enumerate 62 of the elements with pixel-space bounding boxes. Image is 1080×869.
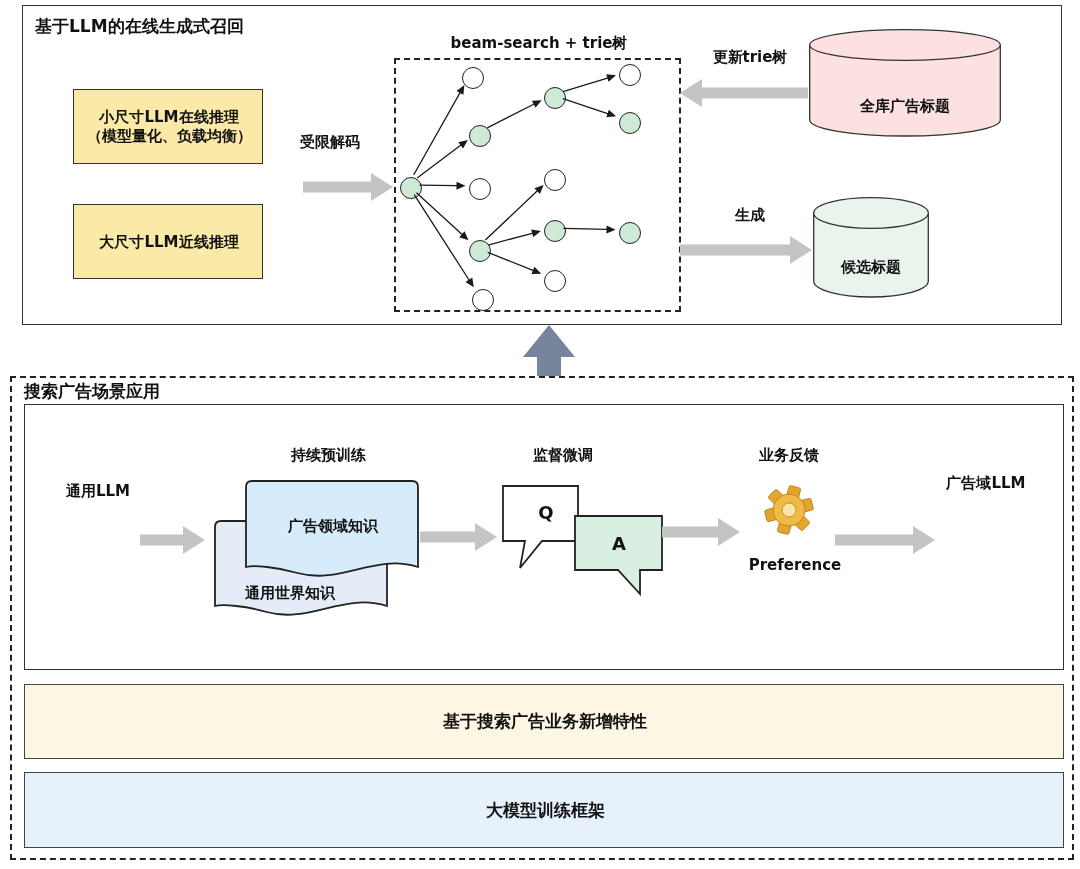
arrow bbox=[487, 229, 541, 246]
process-box bbox=[73, 204, 263, 279]
group-title: beam-search + trie树 bbox=[450, 33, 628, 53]
block-arrow bbox=[303, 173, 393, 201]
tree-node-circle bbox=[619, 64, 641, 86]
answer-letter: A bbox=[612, 532, 626, 556]
edge-label: 受限解码 bbox=[297, 131, 363, 153]
layer-band bbox=[24, 684, 1064, 759]
arrow bbox=[416, 192, 469, 241]
layer-band bbox=[24, 772, 1064, 848]
dashed-section-frame bbox=[10, 376, 1074, 860]
arrow bbox=[484, 184, 544, 241]
step-caption: 监督微调 bbox=[533, 445, 593, 465]
block-arrow bbox=[680, 79, 808, 107]
arrow bbox=[419, 181, 466, 190]
block-arrow bbox=[140, 526, 205, 554]
block-arrow bbox=[523, 325, 575, 376]
step-caption: 业务反馈 bbox=[759, 445, 819, 465]
arrow bbox=[487, 251, 542, 275]
tree-node-circle bbox=[400, 177, 422, 199]
block-arrow bbox=[420, 523, 497, 551]
process-box bbox=[73, 89, 263, 164]
box-label: 小尺寸LLM在线推理（模型量化、负载均衡） bbox=[85, 108, 253, 146]
tree-node-circle bbox=[469, 178, 491, 200]
section-title: 搜索广告场景应用 bbox=[24, 381, 160, 403]
arrow bbox=[413, 85, 465, 176]
arrow bbox=[486, 100, 542, 129]
arrow bbox=[563, 225, 616, 234]
document-label: 通用世界知识 bbox=[245, 583, 335, 603]
arrow bbox=[413, 194, 474, 288]
block-arrow bbox=[835, 526, 935, 554]
cylinder-label: 全库广告标题 bbox=[860, 96, 950, 116]
cylinder-label: 候选标题 bbox=[841, 257, 901, 277]
step-label: Preference bbox=[748, 555, 842, 575]
tree-node-circle bbox=[619, 222, 641, 244]
tree-node-circle bbox=[544, 87, 566, 109]
box-label: 大尺寸LLM近线推理 bbox=[99, 232, 239, 252]
band-label: 大模型训练框架 bbox=[485, 800, 605, 822]
question-letter: Q bbox=[538, 501, 554, 525]
tree-node-circle bbox=[544, 169, 566, 191]
document-label: 广告领域知识 bbox=[288, 516, 378, 536]
tree-node-circle bbox=[472, 289, 494, 311]
model-label: 通用LLM bbox=[66, 481, 130, 501]
panel bbox=[22, 5, 1062, 325]
step-caption: 持续预训练 bbox=[290, 445, 366, 465]
arrow bbox=[416, 139, 468, 179]
arrow bbox=[562, 74, 616, 93]
database-cylinder bbox=[813, 197, 929, 297]
tree-node-circle bbox=[469, 240, 491, 262]
tree-node-circle bbox=[469, 125, 491, 147]
panel bbox=[24, 404, 1064, 670]
block-arrow bbox=[662, 518, 740, 546]
block-arrow bbox=[680, 236, 812, 264]
database-cylinder bbox=[809, 29, 1001, 136]
panel-title: 基于LLM的在线生成式召回 bbox=[35, 16, 244, 38]
band-label: 基于搜索广告业务新增特性 bbox=[443, 711, 647, 733]
model-label: 广告域LLM bbox=[946, 473, 1026, 493]
tree-node-circle bbox=[544, 270, 566, 292]
arrow bbox=[562, 98, 617, 118]
tree-node-circle bbox=[462, 67, 484, 89]
tree-node-circle bbox=[619, 112, 641, 134]
tree-node-circle bbox=[544, 220, 566, 242]
